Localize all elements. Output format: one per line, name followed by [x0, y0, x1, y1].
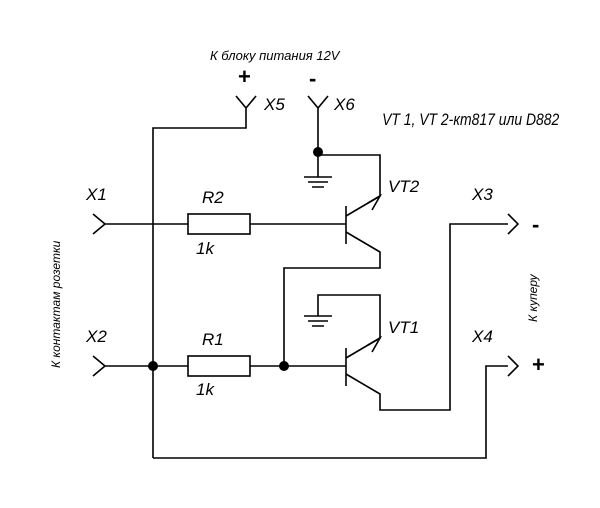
connector-x6	[307, 95, 329, 157]
resistor-r2-label: R2	[202, 188, 224, 207]
connector-x2	[92, 355, 188, 377]
cooler-minus-sign: -	[532, 212, 539, 237]
transistor-vt1	[345, 223, 508, 411]
transistor-type-note: VT 1, VT 2-кт817 или D882	[382, 111, 559, 130]
terminal-x2-label: X2	[85, 327, 107, 346]
terminal-x6-label: X6	[333, 95, 355, 114]
cooler-label: К куперу	[526, 273, 540, 322]
transistor-vt2-label: VT2	[388, 177, 420, 196]
terminal-x4-label: X4	[471, 327, 493, 346]
resistor-r1-value: 1k	[196, 380, 215, 399]
terminal-x3-label: X3	[471, 185, 493, 204]
junction-r1-vt1	[279, 361, 289, 371]
junction-x2	[148, 361, 158, 371]
resistor-r2	[187, 213, 251, 235]
power-supply-label: К блоку питания 12V	[210, 48, 341, 63]
socket-contacts-label: К контактам розетки	[49, 240, 63, 368]
ground-icon	[304, 294, 381, 327]
resistor-r1	[187, 355, 251, 377]
connector-x1	[92, 213, 188, 235]
ground-icon	[304, 152, 332, 188]
cooler-plus-sign: +	[532, 352, 545, 377]
connector-x4	[153, 355, 520, 459]
connector-x5	[152, 95, 257, 458]
transistor-vt1-label: VT1	[388, 318, 419, 337]
connector-x3	[507, 213, 520, 235]
terminal-x5-label: X5	[263, 95, 285, 114]
resistor-r1-label: R1	[202, 330, 224, 349]
power-plus-sign: +	[238, 64, 251, 89]
resistor-r2-value: 1k	[196, 239, 215, 258]
power-minus-sign: -	[309, 66, 316, 91]
terminal-x1-label: X1	[85, 185, 107, 204]
transistor-vt2	[283, 154, 383, 366]
